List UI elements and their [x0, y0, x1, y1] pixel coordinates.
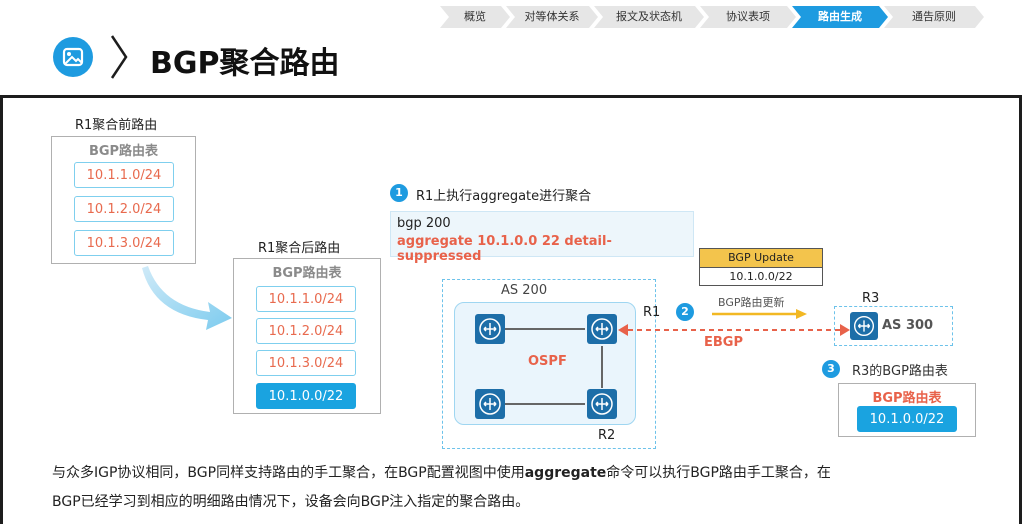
description-text: 命令可以执行BGP路由手工聚合，在 — [606, 465, 831, 481]
router-icon — [475, 314, 505, 344]
r3-aggregate-route: 10.1.0.0/22 — [857, 406, 957, 432]
before-table-title: BGP路由表 — [88, 144, 159, 159]
after-table-title: BGP路由表 — [272, 266, 342, 281]
route-item: 10.1.1.0/24 — [256, 286, 356, 312]
ebgp-label: EBGP — [704, 335, 743, 350]
description-line-1: 与众多IGP协议相同，BGP同样支持路由的手工聚合，在BGP配置视图中使用agg… — [52, 462, 831, 482]
curved-arrow-icon — [142, 266, 232, 330]
topology-links — [505, 328, 603, 405]
aggregate-route-item: 10.1.0.0/22 — [256, 383, 356, 409]
before-route-table: BGP路由表 10.1.1.0/24 10.1.2.0/24 10.1.3.0/… — [51, 136, 196, 264]
update-arrow-icon — [712, 309, 807, 319]
description-text: 与众多IGP协议相同，BGP同样支持路由的手工聚合，在BGP配置视图中使用 — [52, 465, 525, 481]
tab-advertisement-rules[interactable]: 通告原则 — [884, 6, 984, 28]
update-header: BGP Update — [700, 249, 822, 268]
router-r3-icon — [850, 312, 878, 340]
step1-text: R1上执行aggregate进行聚合 — [416, 189, 592, 204]
config-line1: bgp 200 — [397, 216, 451, 231]
page-title: BGP聚合路由 — [150, 46, 340, 81]
after-heading: R1聚合后路由 — [258, 241, 341, 256]
route-item: 10.1.2.0/24 — [256, 318, 356, 344]
as200-boundary — [442, 279, 656, 449]
router-r2-icon — [587, 389, 617, 419]
route-item: 10.1.3.0/24 — [256, 350, 356, 376]
frame-left — [0, 95, 3, 524]
update-value: 10.1.0.0/22 — [729, 270, 793, 283]
before-heading: R1聚合前路由 — [75, 118, 158, 133]
step3-badge: 3 — [822, 360, 840, 378]
route-item: 10.1.3.0/24 — [74, 230, 174, 256]
bgp-update-box: BGP Update 10.1.0.0/22 — [699, 248, 823, 286]
ospf-label: OSPF — [528, 354, 567, 369]
tab-messages-fsm[interactable]: 报文及状态机 — [594, 6, 704, 28]
description-keyword: aggregate — [524, 465, 607, 481]
tab-route-generation[interactable]: 路由生成 — [792, 6, 888, 28]
r3-table-title: BGP路由表 — [872, 391, 942, 406]
route-item: 10.1.2.0/24 — [74, 196, 174, 222]
r1-label: R1 — [643, 305, 661, 320]
title-bar — [0, 0, 1022, 98]
title-chevron-icon — [110, 35, 128, 79]
tab-overview[interactable]: 概览 — [440, 6, 510, 28]
step1-badge: 1 — [390, 184, 408, 202]
tab-peer-relations[interactable]: 对等体关系 — [506, 6, 598, 28]
step2-text: BGP路由更新 — [718, 296, 785, 309]
as300-boundary — [834, 306, 953, 346]
as200-label: AS 200 — [501, 283, 548, 298]
router-r1-icon — [587, 314, 617, 344]
router-icon — [475, 389, 505, 419]
step3-text: R3的BGP路由表 — [852, 364, 948, 379]
frame-right — [1019, 95, 1022, 524]
config-line2: aggregate 10.1.0.0 22 detail-suppressed — [397, 234, 612, 264]
image-icon — [53, 37, 93, 77]
after-route-table: BGP路由表 10.1.1.0/24 10.1.2.0/24 10.1.3.0/… — [233, 258, 381, 414]
r3-route-table: BGP路由表 10.1.0.0/22 — [838, 383, 976, 437]
ebgp-link — [618, 324, 850, 336]
route-item: 10.1.1.0/24 — [74, 162, 174, 188]
tab-protocol-tables[interactable]: 协议表项 — [700, 6, 796, 28]
r2-label: R2 — [598, 428, 616, 443]
as300-label: AS 300 — [882, 318, 934, 333]
config-box: bgp 200 aggregate 10.1.0.0 22 detail-sup… — [390, 211, 694, 264]
description-line-2: BGP已经学习到相应的明细路由情况下，设备会向BGP注入指定的聚合路由。 — [52, 494, 530, 510]
step2-badge: 2 — [676, 303, 694, 321]
r3-label: R3 — [862, 291, 880, 306]
